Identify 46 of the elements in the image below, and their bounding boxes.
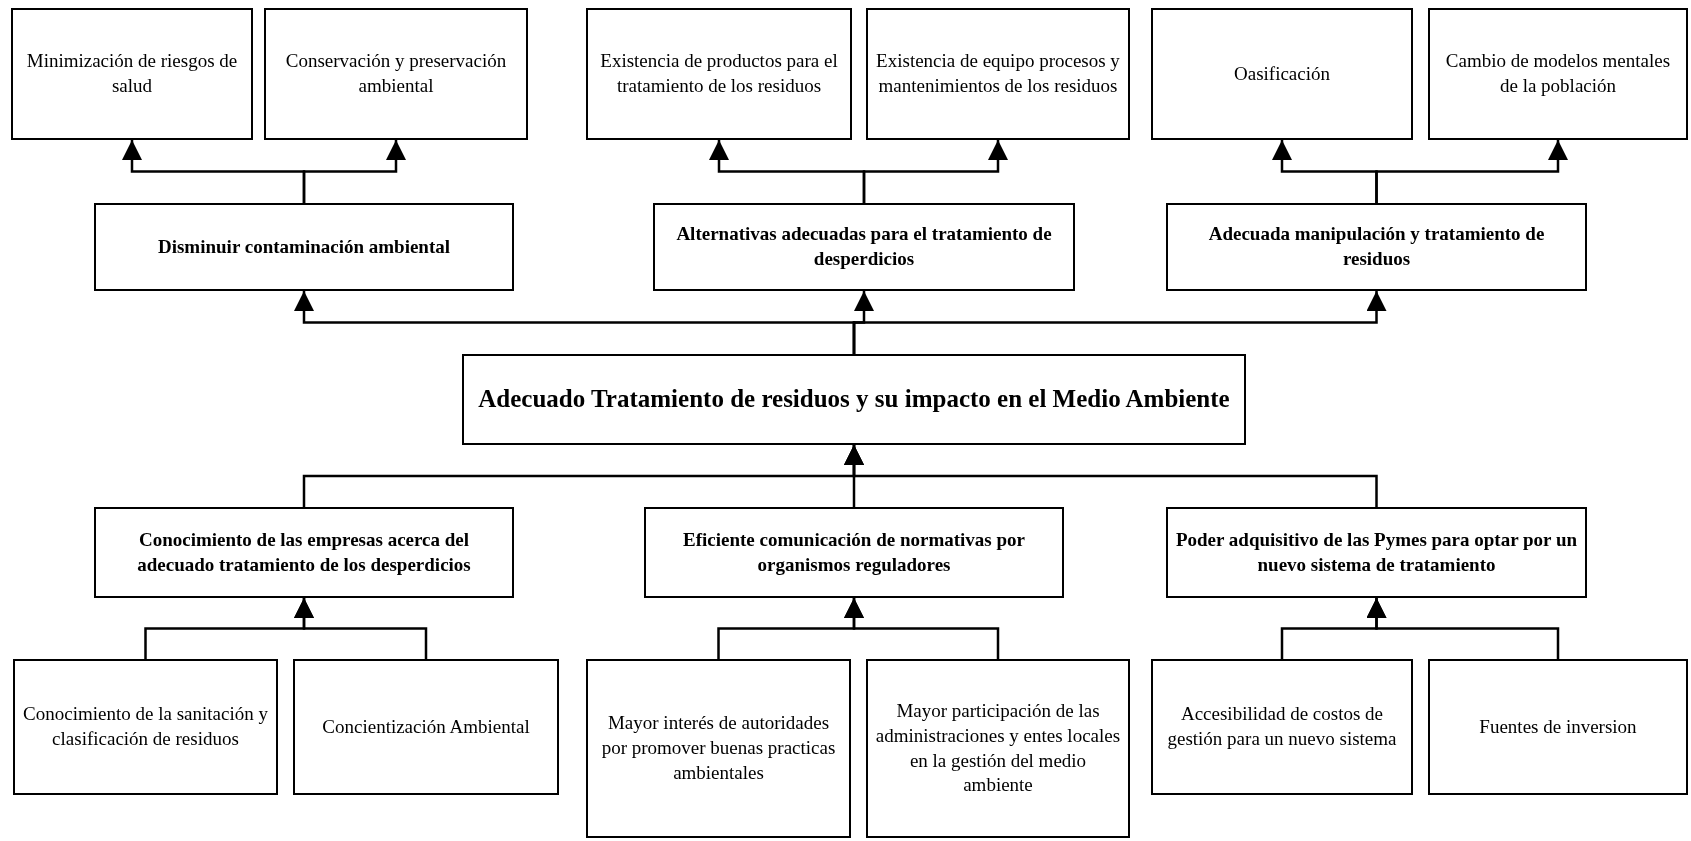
arrow [844,598,1000,659]
cause-effect-box [653,203,1075,291]
cause-effect-box [1166,507,1587,598]
box-text: Existencia de equipo procesos y mantenimientos de los residuos [875,49,1121,98]
box-text: Disminuir contaminación ambiental [157,234,451,259]
cause-effect-box [866,8,1130,140]
box-text: Eficiente comunicación de normativas por organismos reguladores [682,527,1026,577]
cause-effect-box [11,8,253,140]
box-text: Adecuada manipulación y tratamiento de residuos [1207,222,1546,271]
cause-effect-box [1166,203,1587,291]
box-text: Oasificación [1234,61,1330,86]
box-text: Accesibilidad de costos de gestión para un nuevo sistema [1166,702,1398,751]
box-text: Concientización Ambiental [322,714,530,739]
cause-effect-box [586,8,852,140]
cause-effect-box [866,659,1130,838]
box-text: Mayor interés de autoridades por promover buenas practicas ambientales [600,711,837,785]
cause-effect-box [1428,659,1688,795]
box-text: Fuentes de inversion [1479,714,1637,739]
box-text: Minimización de riesgos de salud [25,49,239,98]
box-text: Alternativas adecuadas para el tratamiento de desperdicios [675,222,1053,271]
cause-effect-box [293,659,559,795]
arrow [1375,140,1568,203]
cause-effect-box [586,659,851,838]
box-text: Conocimiento de las empresas acerca del adecuado tratamiento de los desperdicios [136,527,472,577]
box-text: Adecuado Tratamiento de residuos y su impacto en el Medio Ambiente [478,384,1230,415]
box-text: Conocimiento de la sanitación y clasificación de residuos [22,702,269,751]
arrow [852,291,1387,354]
arrow [862,140,1008,203]
box-text: Conservación y preservación ambiental [284,49,508,98]
cause-effect-box [94,507,514,598]
box-text: Cambio de modelos mentales de la población [1444,49,1672,98]
arrow [294,598,428,659]
cause-effect-box [13,659,278,795]
central-problem-box [462,354,1246,445]
cause-effect-box [264,8,528,140]
cause-effect-box [1151,659,1413,795]
arrow [844,445,1378,507]
arrow [1366,598,1560,659]
box-text: Poder adquisitivo de las Pymes para optar por un nuevo sistema de tratamiento [1174,527,1579,577]
cause-effect-box [1428,8,1688,140]
cause-effect-box [644,507,1064,598]
box-text: Existencia de productos para el tratamiento de los residuos [599,49,839,98]
arrow [302,140,406,203]
box-text: Mayor participación de las administraciones y entes locales en la gestión del medio ambiente [874,699,1122,798]
cause-effect-box [94,203,514,291]
cause-effect-box [1151,8,1413,140]
